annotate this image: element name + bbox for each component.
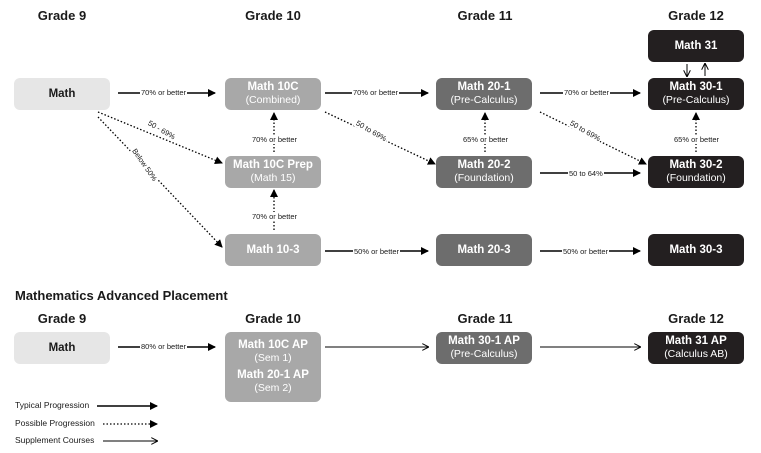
course-name: Math 20-2 bbox=[457, 159, 511, 171]
label-math10-3-to-prep: 70% or better bbox=[251, 212, 299, 221]
label-math10-3-to-math20-3: 50% or better bbox=[353, 247, 401, 256]
course-name: Math 31 AP bbox=[665, 335, 727, 347]
course-name: Math bbox=[48, 87, 76, 100]
course-name: Math 30-1 AP bbox=[448, 335, 520, 347]
arrow-math9-to-math10c-prep bbox=[97, 111, 223, 165]
course-name: Math 10C bbox=[247, 81, 299, 93]
course-sub: (Foundation) bbox=[454, 172, 514, 184]
legend-supplement: Supplement Courses bbox=[15, 435, 95, 445]
course-name: Math 10C Prep bbox=[233, 159, 313, 171]
header-grade-10: Grade 10 bbox=[245, 8, 301, 23]
label-math20-2-to-math20-1: 65% or better bbox=[462, 135, 510, 144]
header-grade-9: Grade 9 bbox=[37, 8, 87, 23]
label-math30-2-to-math30-1: 65% or better bbox=[673, 135, 721, 144]
course-name: Math bbox=[48, 341, 76, 354]
course-name: Math 20-3 bbox=[457, 243, 511, 256]
course-sub: (Foundation) bbox=[666, 172, 726, 184]
course-name-2: Math 20-1 AP bbox=[237, 369, 309, 381]
course-math-30-3: Math 30-3 bbox=[648, 234, 744, 266]
course-name: Math 10C AP bbox=[238, 339, 308, 351]
course-name: Math 30-3 bbox=[669, 243, 723, 256]
label-math9-to-math10c: 70% or better bbox=[140, 88, 188, 97]
course-name: Math 30-2 bbox=[669, 159, 723, 171]
ap-section-title: Mathematics Advanced Placement bbox=[15, 288, 228, 303]
header-grade-12: Grade 12 bbox=[668, 8, 724, 23]
ap-header-grade-12: Grade 12 bbox=[668, 311, 724, 326]
course-sub: (Sem 1) bbox=[254, 352, 292, 364]
course-sub: (Pre-Calculus) bbox=[450, 94, 518, 106]
label-prep-to-math10c: 70% or better bbox=[251, 135, 299, 144]
course-math-20-1: Math 20-1 (Pre-Calculus) bbox=[436, 78, 532, 110]
course-sub: (Calculus AB) bbox=[664, 348, 728, 360]
label-math20-1-to-math30-1: 70% or better bbox=[563, 88, 611, 97]
label-math20-2-to-math30-2: 50 to 64% bbox=[568, 169, 604, 178]
legend-typical: Typical Progression bbox=[15, 400, 90, 410]
arrow-math20-1-to-math30-2 bbox=[539, 111, 647, 165]
ap-course-math-10c-20-1: Math 10C AP (Sem 1) Math 20-1 AP (Sem 2) bbox=[225, 332, 321, 402]
legend-possible: Possible Progression bbox=[15, 418, 95, 428]
course-sub: (Math 15) bbox=[250, 172, 296, 184]
course-math-30-2: Math 30-2 (Foundation) bbox=[648, 156, 744, 188]
course-math-31: Math 31 bbox=[648, 30, 744, 62]
course-sub: (Pre-Calculus) bbox=[450, 348, 518, 360]
label-ap-math9-to-10: 80% or better bbox=[140, 342, 188, 351]
header-grade-11: Grade 11 bbox=[457, 8, 513, 23]
course-math-10c: Math 10C (Combined) bbox=[225, 78, 321, 110]
course-sub: (Pre-Calculus) bbox=[662, 94, 730, 106]
course-math-10-3: Math 10-3 bbox=[225, 234, 321, 266]
label-math20-3-to-math30-3: 50% or better bbox=[562, 247, 610, 256]
course-name: Math 20-1 bbox=[457, 81, 511, 93]
ap-header-grade-9: Grade 9 bbox=[37, 311, 87, 326]
course-math-10c-prep: Math 10C Prep (Math 15) bbox=[225, 156, 321, 188]
course-sub-2: (Sem 2) bbox=[254, 382, 292, 394]
course-name: Math 30-1 bbox=[669, 81, 723, 93]
course-math-9: Math bbox=[14, 78, 110, 110]
label-math10c-to-math20-1: 70% or better bbox=[352, 88, 400, 97]
ap-header-grade-10: Grade 10 bbox=[245, 311, 301, 326]
course-name: Math 31 bbox=[674, 39, 718, 52]
ap-header-grade-11: Grade 11 bbox=[457, 311, 513, 326]
course-math-20-2: Math 20-2 (Foundation) bbox=[436, 156, 532, 188]
ap-course-math-30-1: Math 30-1 AP (Pre-Calculus) bbox=[436, 332, 532, 364]
course-math-20-3: Math 20-3 bbox=[436, 234, 532, 266]
course-math-30-1: Math 30-1 (Pre-Calculus) bbox=[648, 78, 744, 110]
arrow-math9-to-math10-3 bbox=[97, 116, 223, 248]
course-name: Math 10-3 bbox=[246, 243, 300, 256]
course-sub: (Combined) bbox=[245, 94, 301, 106]
ap-course-math-9: Math bbox=[14, 332, 110, 364]
ap-course-math-31: Math 31 AP (Calculus AB) bbox=[648, 332, 744, 364]
